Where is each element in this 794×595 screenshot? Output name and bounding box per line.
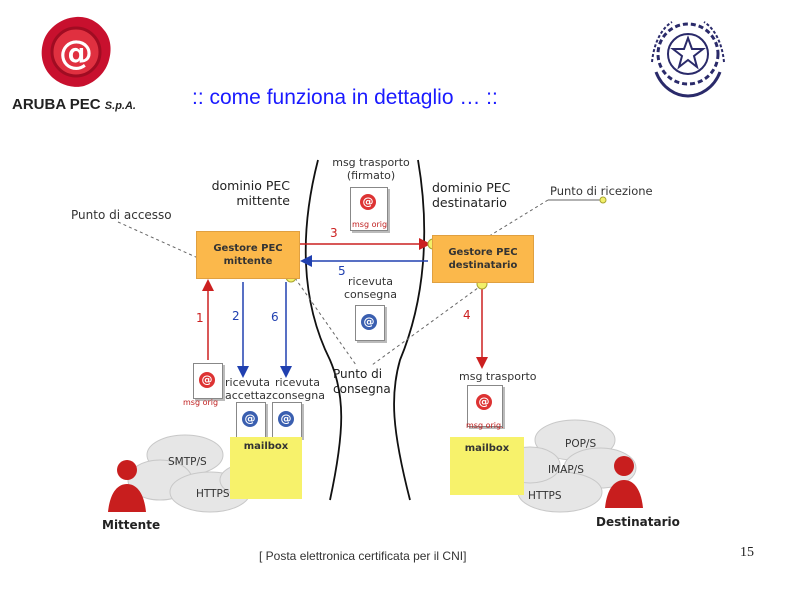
ricevuta-consegna-left-label: ricevuta consegna <box>272 376 325 402</box>
ricevuta-consegna-left-line1: ricevuta <box>275 376 320 389</box>
dominio-destinatario-label: dominio PEC destinatario <box>432 180 510 210</box>
punto-ricezione-label: Punto di ricezione <box>550 184 653 198</box>
ricevuta-accettazione-line1: ricevuta <box>225 376 270 389</box>
ricevuta-consegna-mid-line2: consegna <box>344 288 397 301</box>
document-msg-trasporto-right: @ <box>467 385 503 427</box>
dominio-mittente-line1: dominio PEC <box>211 178 290 193</box>
mailbox-right-label: mailbox <box>464 443 510 454</box>
punto-consegna-label: Punto di consegna <box>333 367 391 397</box>
document-msg-orig-left: @ <box>193 363 223 399</box>
msg-orig-right-label: msg orig. <box>466 421 504 430</box>
ricevuta-consegna-mid-line1: ricevuta <box>348 275 393 288</box>
msg-trasporto-top-label: msg trasporto (firmato) <box>332 156 410 182</box>
svg-text:@: @ <box>59 33 93 73</box>
step-1-label: 1 <box>196 311 204 325</box>
at-icon: @ <box>278 411 294 427</box>
step-2-label: 2 <box>232 309 240 323</box>
at-icon: @ <box>199 372 215 388</box>
person-mittente-figure <box>108 460 146 512</box>
gestore-destinatario-line1: Gestore PEC <box>448 247 518 258</box>
dominio-mittente-label: dominio PEC mittente <box>206 178 290 208</box>
punto-accesso-label: Punto di accesso <box>71 208 172 222</box>
step-6-label: 6 <box>271 310 279 324</box>
at-icon: @ <box>476 394 492 410</box>
ricevuta-consegna-mid-label: ricevuta consegna <box>344 275 397 301</box>
imaps-label: IMAP/S <box>548 464 584 476</box>
gestore-mittente-line1: Gestore PEC <box>213 243 283 254</box>
gestore-pec-destinatario-box: Gestore PEC destinatario <box>432 235 534 283</box>
destinatario-label: Destinatario <box>596 515 680 529</box>
https-right-label: HTTPS <box>528 490 562 502</box>
smtps-label: SMTP/S <box>168 456 207 468</box>
document-ricevuta-accettazione: @ <box>236 402 266 438</box>
dominio-mittente-line2: mittente <box>236 193 290 208</box>
at-icon: @ <box>360 194 376 210</box>
mailbox-left-label: mailbox <box>243 441 289 452</box>
at-icon: @ <box>361 314 377 330</box>
msg-trasporto-top-line2: (firmato) <box>346 169 396 182</box>
punto-consegna-line1: Punto di <box>333 367 383 381</box>
at-icon: @ <box>242 411 258 427</box>
gestore-destinatario-line2: destinatario <box>448 260 518 271</box>
step-4-label: 4 <box>463 308 471 322</box>
document-msg-trasporto-top: @ <box>350 187 388 231</box>
msg-orig-left-label: msg orig <box>183 398 219 407</box>
ricevuta-accettazione-label: ricevuta accettaz <box>225 376 272 402</box>
aruba-pec-seal-logo: @ <box>41 16 111 87</box>
footer-caption: [ Posta elettronica certificata per il C… <box>259 549 467 563</box>
document-ricevuta-consegna-left: @ <box>272 402 302 438</box>
domain-boundary-right <box>393 159 426 501</box>
https-left-label: HTTPS <box>196 488 230 500</box>
mailbox-right: mailbox <box>450 437 524 495</box>
dominio-destinatario-line2: destinatario <box>432 195 507 210</box>
pops-label: POP/S <box>565 438 597 450</box>
ricevuta-consegna-left-line2: consegna <box>272 389 325 402</box>
republic-emblem-logo <box>651 21 725 98</box>
gestore-pec-mittente-box: Gestore PEC mittente <box>196 231 300 279</box>
domain-boundary-left <box>304 159 343 501</box>
mittente-label: Mittente <box>102 518 161 532</box>
mailbox-left: mailbox <box>230 437 302 499</box>
step-3-label: 3 <box>330 226 338 240</box>
document-ricevuta-consegna-mid: @ <box>355 305 385 341</box>
dominio-destinatario-line1: dominio PEC <box>432 180 511 195</box>
msg-orig-top-label: msg orig <box>352 220 388 229</box>
person-destinatario-figure <box>605 456 643 508</box>
page-title: :: come funziona in dettaglio … :: <box>192 86 498 109</box>
msg-trasporto-right-label: msg trasporto <box>459 370 537 383</box>
msg-trasporto-top-line1: msg trasporto <box>332 156 410 169</box>
ricevuta-accettazione-line2: accettaz <box>225 389 272 402</box>
brand-label: ARUBA PEC S.p.A. <box>12 96 136 113</box>
gestore-mittente-line2: mittente <box>223 256 273 267</box>
page-number: 15 <box>740 545 754 560</box>
brand-sub: S.p.A. <box>104 100 136 112</box>
step-5-label: 5 <box>338 264 346 278</box>
punto-consegna-line2: consegna <box>333 382 391 396</box>
brand-main: ARUBA PEC <box>12 96 101 113</box>
